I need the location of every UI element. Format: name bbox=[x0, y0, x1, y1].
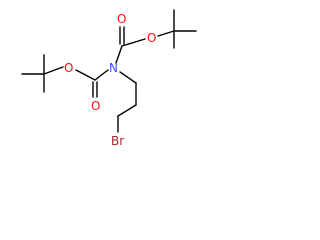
bond-upper-c-ester-o bbox=[121, 38, 146, 47]
atom-o-upper-carbonyl: O bbox=[117, 12, 126, 26]
structure-canvas: O O N O O Br bbox=[0, 0, 211, 159]
bond-left-o-tbu bbox=[43, 66, 64, 75]
bond-n-lower-carbonyl bbox=[94, 69, 109, 81]
bond-ch2-2-ch2-3 bbox=[117, 104, 137, 117]
bond-n-ch2-1 bbox=[119, 71, 137, 84]
atom-o-left-ester: O bbox=[64, 61, 73, 75]
atom-br: Br bbox=[111, 134, 124, 148]
bonds bbox=[21, 9, 197, 133]
atom-n-center: N bbox=[109, 61, 118, 75]
atom-o-lower-carbonyl: O bbox=[91, 99, 100, 113]
bond-lower-c-ester-o bbox=[75, 69, 96, 81]
atom-labels: O O N O O Br bbox=[64, 12, 156, 148]
atom-o-upper-ester: O bbox=[147, 31, 156, 45]
bond-upper-o-tbu bbox=[157, 30, 175, 37]
bond-n-upper-carbonyl bbox=[115, 45, 123, 64]
molecule-diagram: O O N O O Br bbox=[21, 9, 197, 148]
